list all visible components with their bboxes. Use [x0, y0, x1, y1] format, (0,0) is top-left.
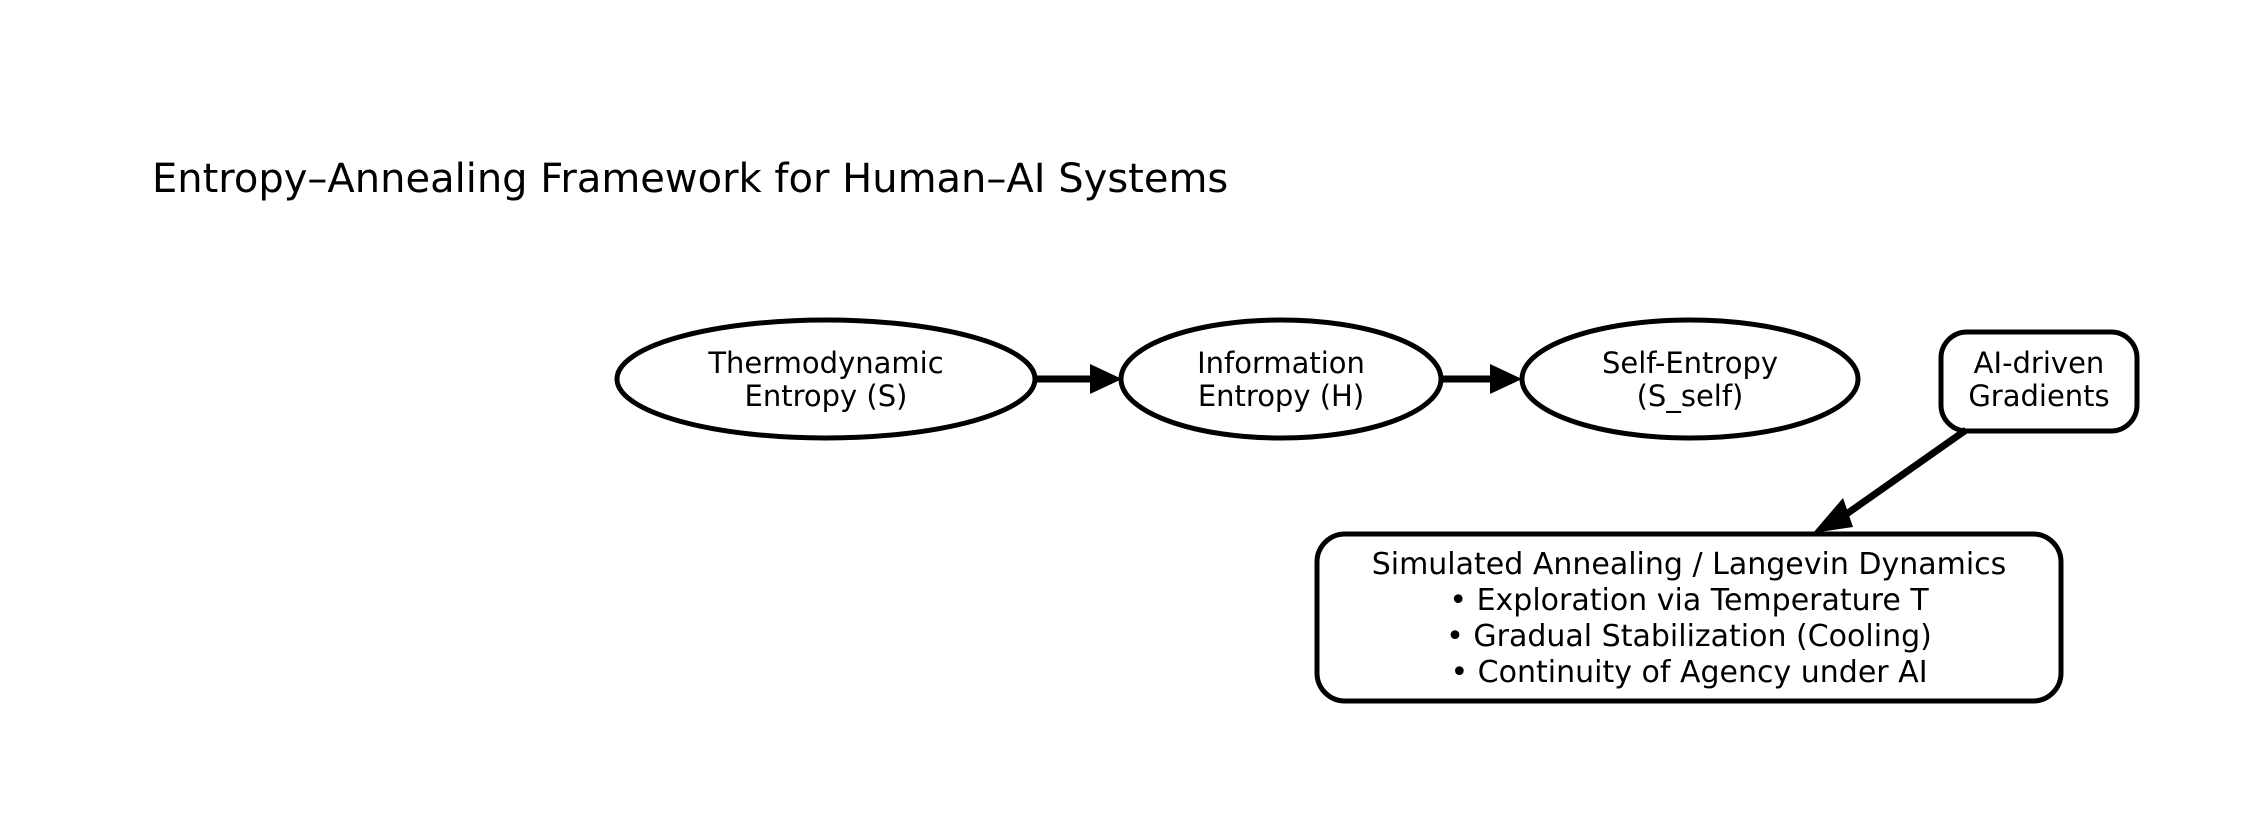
- edge-thermo-to-info-arrowhead: [1090, 364, 1122, 394]
- node-information-entropy[interactable]: Information Entropy (H): [1118, 317, 1444, 441]
- node-self-entropy[interactable]: Self-Entropy (S_self): [1519, 317, 1861, 441]
- page-title: Entropy–Annealing Framework for Human–AI…: [152, 156, 1228, 202]
- self-entropy-label-line2: (S_self): [1637, 379, 1744, 413]
- edge-gradients-to-annealing-arrowhead: [1813, 498, 1853, 533]
- node-thermodynamic-entropy[interactable]: Thermodynamic Entropy (S): [614, 317, 1038, 441]
- node-annealing-box[interactable]: Simulated Annealing / Langevin Dynamics …: [1314, 531, 2064, 704]
- annealing-box-heading: Simulated Annealing / Langevin Dynamics: [1372, 547, 2007, 582]
- edge-info-to-self-arrowhead: [1490, 364, 1522, 394]
- information-entropy-label-line2: Entropy (H): [1198, 379, 1364, 413]
- node-ai-driven-gradients[interactable]: AI-driven Gradients: [1938, 329, 2140, 434]
- self-entropy-label-line1: Self-Entropy: [1602, 346, 1778, 380]
- edge-info-to-self: [1441, 364, 1522, 394]
- ai-driven-gradients-label-line2: Gradients: [1968, 379, 2109, 413]
- ai-driven-gradients-box[interactable]: [1938, 329, 2140, 434]
- annealing-box-bullet-3: • Continuity of Agency under AI: [1450, 655, 1927, 690]
- ai-driven-gradients-label-line1: AI-driven: [1974, 346, 2105, 380]
- information-entropy-label-line1: Information: [1197, 346, 1365, 380]
- self-entropy-ellipse[interactable]: [1519, 317, 1861, 441]
- edge-gradients-to-annealing-line: [1835, 427, 1969, 523]
- edge-thermo-to-info: [1035, 364, 1122, 394]
- annealing-box-bullet-1: • Exploration via Temperature T: [1449, 583, 1929, 618]
- edge-gradients-to-annealing: [1813, 427, 1969, 533]
- annealing-box-bullet-2: • Gradual Stabilization (Cooling): [1446, 619, 1932, 654]
- annealing-box[interactable]: [1314, 531, 2064, 704]
- thermodynamic-entropy-label-line1: Thermodynamic: [707, 346, 943, 380]
- thermodynamic-entropy-label-line2: Entropy (S): [745, 379, 908, 413]
